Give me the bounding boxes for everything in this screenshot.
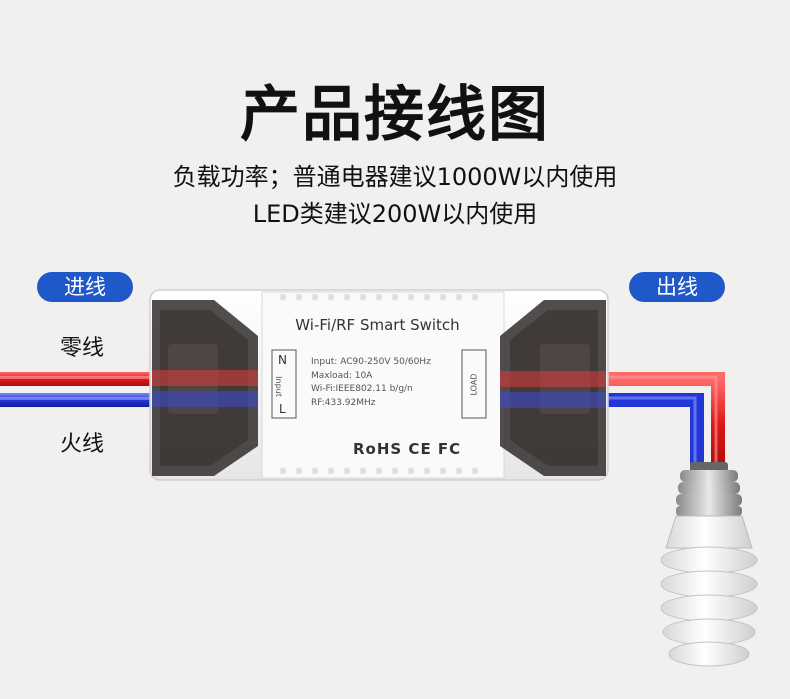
page-title: 产品接线图 bbox=[240, 80, 550, 150]
terminal-l-label: L bbox=[279, 402, 286, 416]
input-label-pill: 进线 bbox=[37, 272, 133, 302]
bulb-icon bbox=[660, 462, 758, 667]
terminal-n-label: N bbox=[278, 353, 287, 367]
left-terminal-cover bbox=[152, 300, 258, 476]
spec-rf: RF:433.92MHz bbox=[311, 398, 376, 408]
device-name: Wi-Fi/RF Smart Switch bbox=[295, 316, 460, 334]
spec-wifi: Wi-Fi:IEEE802.11 b/g/n bbox=[311, 384, 413, 394]
live-wire-label: 火线 bbox=[60, 432, 105, 457]
load-tag: LOAD bbox=[469, 373, 479, 396]
certification-marks: RoHS CE FC bbox=[353, 440, 462, 458]
subtitle-line-1: 负载功率；普通电器建议1000W以内使用 bbox=[172, 163, 618, 191]
spec-maxload: Maxload: 10A bbox=[311, 371, 373, 381]
smart-switch-device bbox=[149, 289, 609, 481]
subtitle-line-2: LED类建议200W以内使用 bbox=[252, 200, 538, 228]
right-terminal-cover bbox=[500, 300, 606, 476]
output-label-pill: 出线 bbox=[629, 272, 725, 302]
input-tag: Input bbox=[273, 376, 283, 397]
spec-input: Input: AC90-250V 50/60Hz bbox=[311, 357, 431, 367]
neutral-wire-label: 零线 bbox=[60, 336, 105, 361]
